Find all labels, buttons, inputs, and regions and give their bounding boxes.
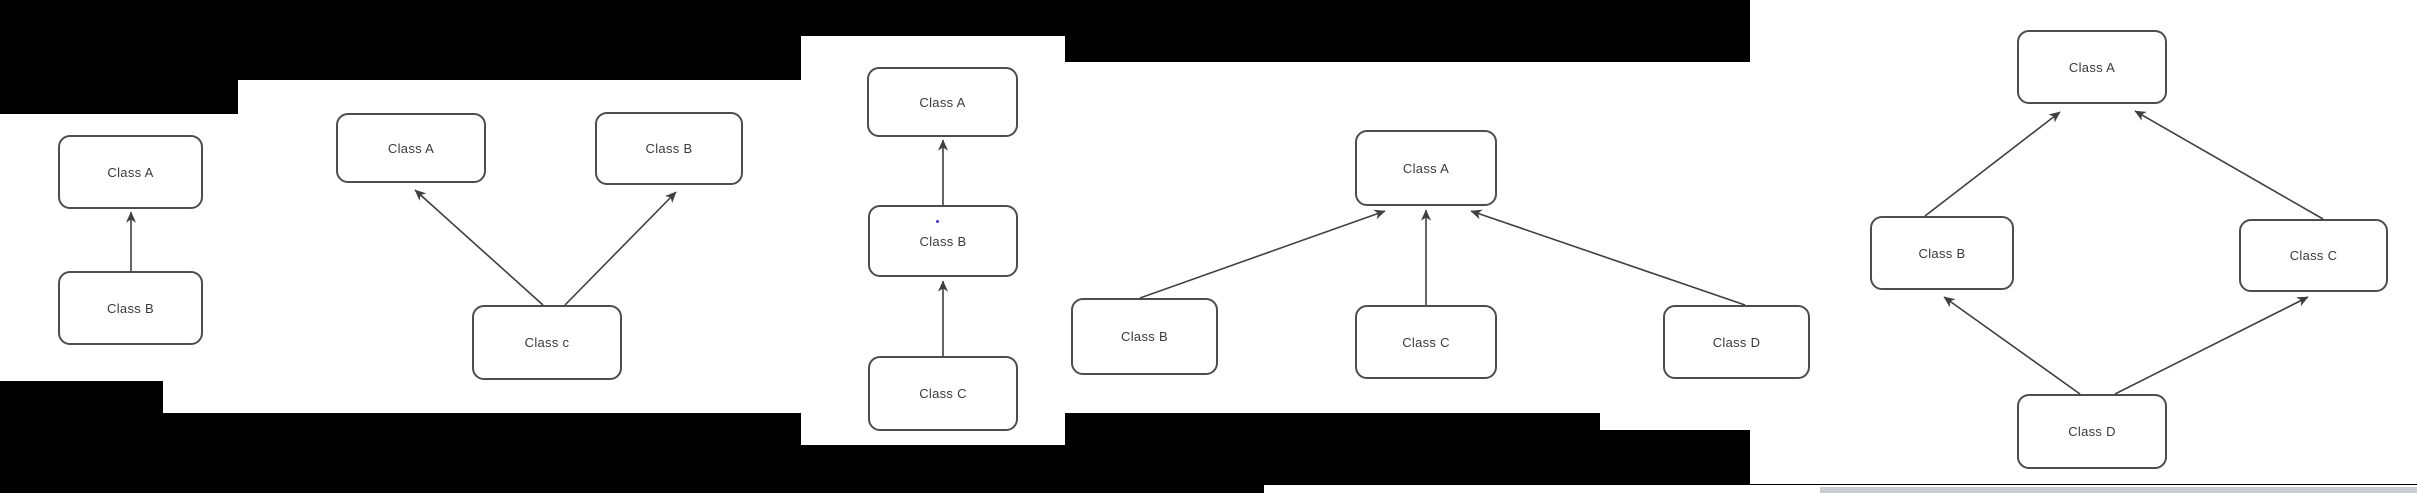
node-single-inheritance-b[interactable]: Class B (58, 271, 203, 345)
node-diamond-multiple-inheritance-d[interactable]: Class D (2017, 394, 2167, 469)
node-hierarchical-three-children-d[interactable]: Class D (1663, 305, 1810, 379)
node-hierarchical-three-children-a[interactable]: Class A (1355, 130, 1497, 206)
node-hierarchical-two-parents-b[interactable]: Class B (595, 112, 743, 185)
panel-4-ext (1600, 413, 1760, 430)
node-multilevel-inheritance-b[interactable]: Class B (868, 205, 1018, 277)
node-multilevel-inheritance-a[interactable]: Class A (867, 67, 1018, 137)
stray-dot (936, 220, 939, 223)
panel-2-top (238, 80, 801, 114)
node-diamond-multiple-inheritance-a[interactable]: Class A (2017, 30, 2167, 104)
node-diamond-multiple-inheritance-c[interactable]: Class C (2239, 219, 2388, 292)
bottom-strip-gray (1820, 487, 2417, 493)
node-hierarchical-three-children-c[interactable]: Class C (1355, 305, 1497, 379)
node-hierarchical-three-children-b[interactable]: Class B (1071, 298, 1218, 375)
node-multilevel-inheritance-c[interactable]: Class C (868, 356, 1018, 431)
node-single-inheritance-a[interactable]: Class A (58, 135, 203, 209)
node-hierarchical-two-parents-c[interactable]: Class c (472, 305, 622, 380)
node-hierarchical-two-parents-a[interactable]: Class A (336, 113, 486, 183)
node-diamond-multiple-inheritance-b[interactable]: Class B (1870, 216, 2014, 290)
